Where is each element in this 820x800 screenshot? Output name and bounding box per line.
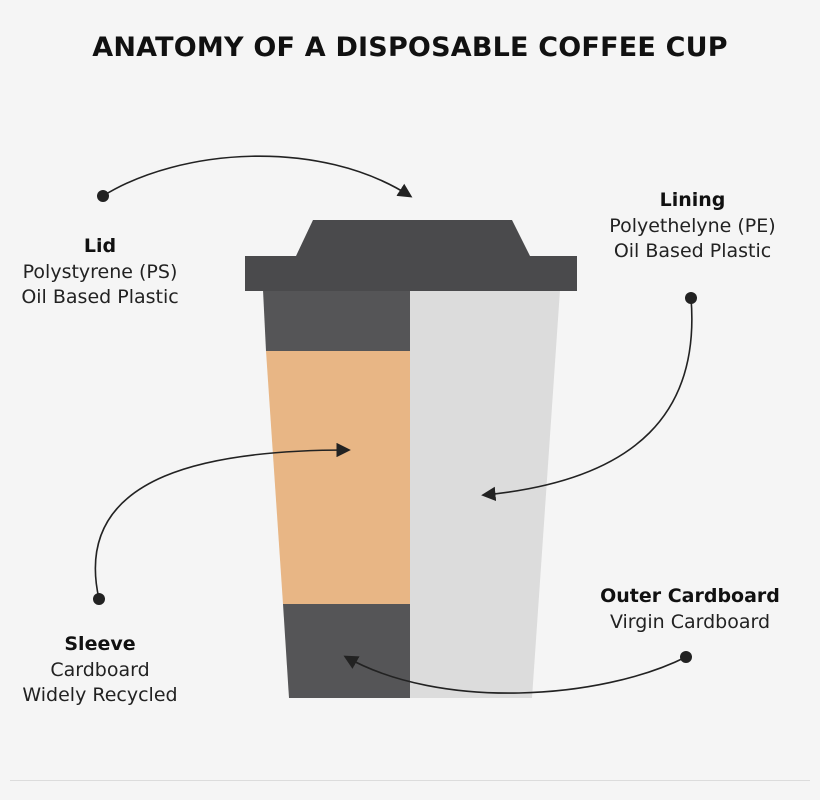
outer-arrow [343,655,687,694]
lining-label: Lining Polyethelyne (PE) Oil Based Plast… [590,188,795,265]
outer-cardboard-material: Virgin Cardboard [609,610,771,633]
lid-arrow [102,155,413,198]
lining-material: Polyethelyne (PE) [609,214,776,237]
lid-rim [245,256,577,291]
lid-label: Lid Polystyrene (PS) Oil Based Plastic [0,234,200,311]
outer-cardboard-label: Outer Cardboard Virgin Cardboard [580,584,800,635]
outer-cardboard-heading: Outer Cardboard [600,585,780,607]
sleeve-heading: Sleeve [64,633,136,655]
lining-arrow-dot [685,292,697,304]
cup-lining-half [410,290,560,698]
lining-note: Oil Based Plastic [613,240,772,263]
lid-material: Polystyrene (PS) [22,260,178,283]
cup-left-top-band [263,290,410,351]
lid-top [296,220,530,256]
outer-arrow-dot [680,651,692,663]
lining-arrow [481,297,693,502]
cup-left-bottom-band [283,604,410,698]
lid-heading: Lid [83,235,117,257]
sleeve-note: Widely Recycled [22,684,178,707]
page-title: ANATOMY OF A DISPOSABLE COFFEE CUP [92,32,728,63]
sleeve-arrow-dot [93,593,105,605]
sleeve-band [266,351,410,604]
sleeve-label: Sleeve Cardboard Widely Recycled [0,632,200,709]
lid-arrow-dot [97,190,109,202]
lid-note: Oil Based Plastic [21,286,179,309]
sleeve-material: Cardboard [50,658,150,681]
lining-heading: Lining [659,189,726,211]
bottom-divider [10,780,810,781]
sleeve-arrow [94,442,351,600]
